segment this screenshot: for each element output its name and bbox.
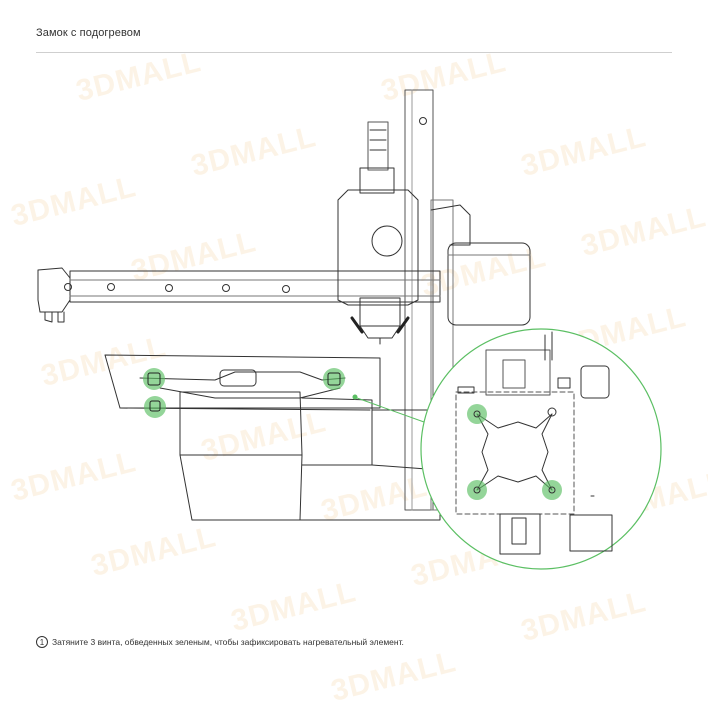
detail-magnifier: [420, 328, 662, 570]
detail-screw-highlight: [542, 480, 562, 500]
title-divider: [36, 52, 672, 53]
x-axis-rail: [37, 267, 441, 323]
instruction-step: 1 Затяните 3 винта, обведенных зеленым, …: [36, 636, 404, 648]
vertical-column: [404, 89, 471, 511]
page-title: Замок с подогревом: [36, 27, 141, 39]
detail-screw-highlight: [467, 404, 487, 424]
detail-screw-highlight: [467, 480, 487, 500]
callout-leader: [352, 394, 425, 423]
screw-highlight: [144, 396, 166, 418]
highlighted-screws: [143, 368, 345, 418]
screw-highlight: [143, 368, 165, 390]
step-number-badge: 1: [36, 636, 48, 648]
printhead: [337, 121, 419, 345]
instruction-text: Затяните 3 винта, обведенных зеленым, чт…: [52, 637, 404, 647]
motor-box: [447, 242, 531, 326]
screw-highlight: [323, 368, 345, 390]
